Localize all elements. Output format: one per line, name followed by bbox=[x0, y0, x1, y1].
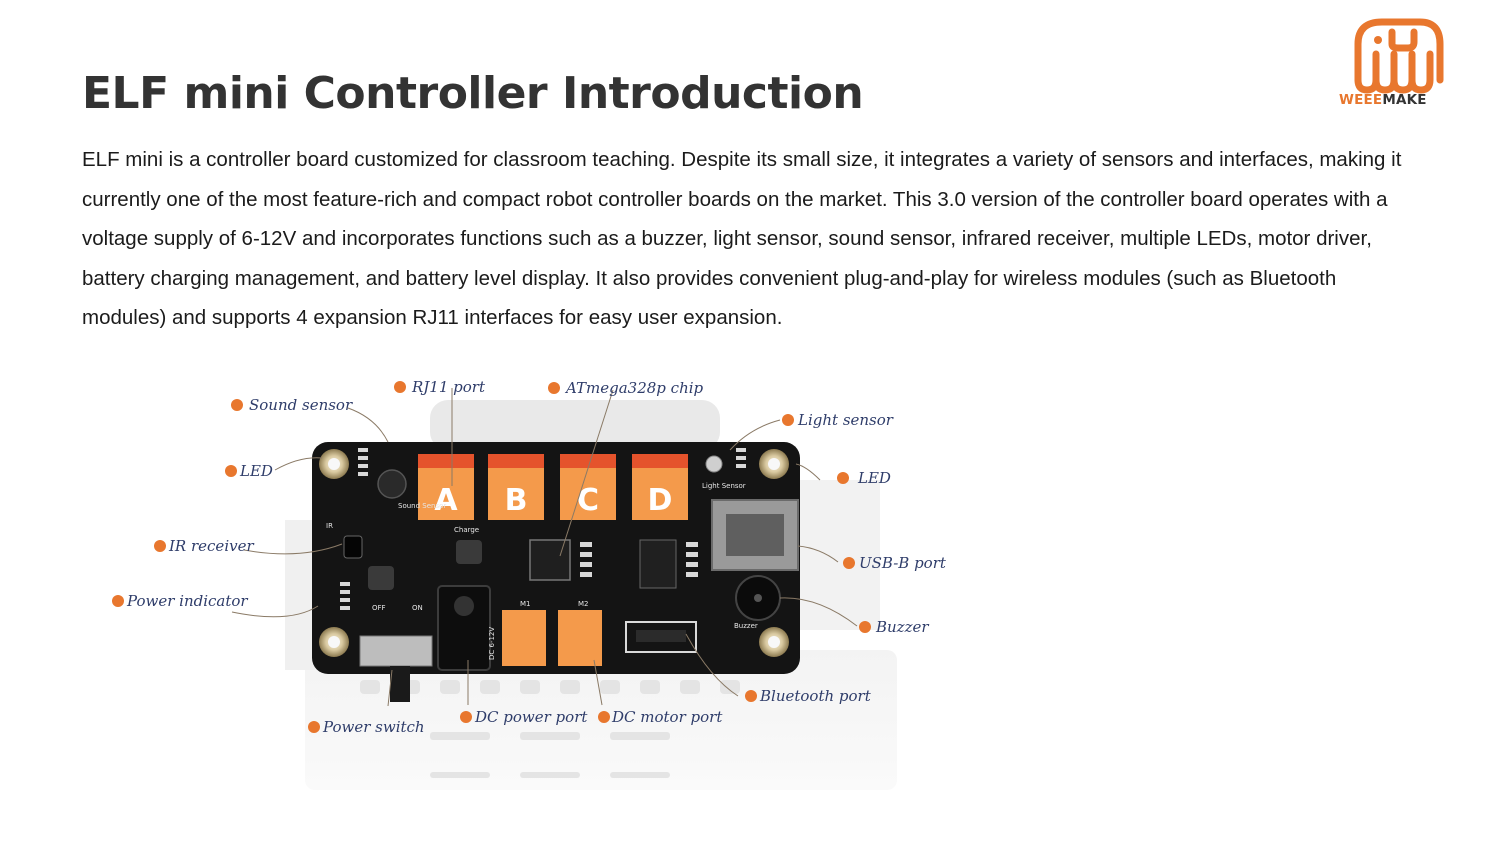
label-led-right: LED bbox=[857, 469, 891, 487]
callout-dots bbox=[112, 381, 871, 733]
rj11-port-b: B bbox=[488, 454, 544, 520]
label-led-left: LED bbox=[239, 462, 273, 480]
ir-receiver-component bbox=[343, 535, 363, 559]
label-chip: ATmega328p chip bbox=[564, 379, 704, 397]
weeemake-logo-icon bbox=[1354, 18, 1444, 94]
sound-sensor-mic bbox=[377, 469, 407, 499]
dc-power-jack bbox=[437, 585, 491, 671]
page-title: ELF mini Controller Introduction bbox=[82, 68, 864, 119]
rj11-port-a: A bbox=[418, 454, 474, 520]
rj11-port-d: D bbox=[632, 454, 688, 520]
brand-name-weee: WEEE bbox=[1339, 92, 1383, 108]
label-power-switch: Power switch bbox=[322, 718, 425, 736]
silk-dc: DC 6-12V bbox=[488, 627, 496, 660]
callout-leaders bbox=[231, 388, 858, 707]
dc-motor-port-1 bbox=[502, 610, 546, 666]
atmega-chip bbox=[529, 539, 571, 581]
brand-name-make: MAKE bbox=[1382, 92, 1427, 108]
silk-m1: M1 bbox=[520, 600, 531, 608]
label-bluetooth-port: Bluetooth port bbox=[759, 687, 872, 705]
port-label-a: A bbox=[434, 483, 458, 518]
label-rj11-port: RJ11 port bbox=[411, 378, 486, 396]
silk-charge: Charge bbox=[454, 526, 479, 534]
controller-board: A B C D Sound Sensor Light Sens bbox=[312, 400, 800, 702]
rj11-port-c: C bbox=[560, 454, 616, 520]
power-switch-component bbox=[359, 635, 433, 667]
silk-on: ON bbox=[412, 604, 423, 612]
label-dc-power-port: DC power port bbox=[474, 708, 588, 726]
port-label-d: D bbox=[648, 483, 673, 518]
dc-motor-port-2 bbox=[558, 610, 602, 666]
label-buzzer: Buzzer bbox=[875, 618, 929, 636]
label-usb-b-port: USB-B port bbox=[859, 554, 947, 572]
silk-ir: IR bbox=[326, 522, 333, 530]
silk-buzzer: Buzzer bbox=[734, 622, 758, 630]
brand-name: WEEEMAKE bbox=[1339, 92, 1427, 108]
silk-sound: Sound Sensor bbox=[398, 502, 446, 510]
label-sound-sensor: Sound sensor bbox=[249, 396, 353, 414]
silk-m2: M2 bbox=[578, 600, 589, 608]
label-ir-receiver: IR receiver bbox=[168, 537, 254, 555]
silk-light: Light Sensor bbox=[702, 482, 746, 490]
silk-off: OFF bbox=[372, 604, 386, 612]
board-diagram: A B C D Sound Sensor Light Sens bbox=[112, 378, 947, 790]
port-label-c: C bbox=[577, 483, 599, 518]
port-label-b: B bbox=[505, 483, 528, 518]
label-dc-motor-port: DC motor port bbox=[611, 708, 723, 726]
bluetooth-header bbox=[625, 621, 697, 653]
label-power-indicator: Power indicator bbox=[126, 592, 248, 610]
label-light-sensor: Light sensor bbox=[797, 411, 894, 429]
intro-paragraph: ELF mini is a controller board customize… bbox=[82, 148, 1402, 330]
light-sensor bbox=[705, 455, 723, 473]
